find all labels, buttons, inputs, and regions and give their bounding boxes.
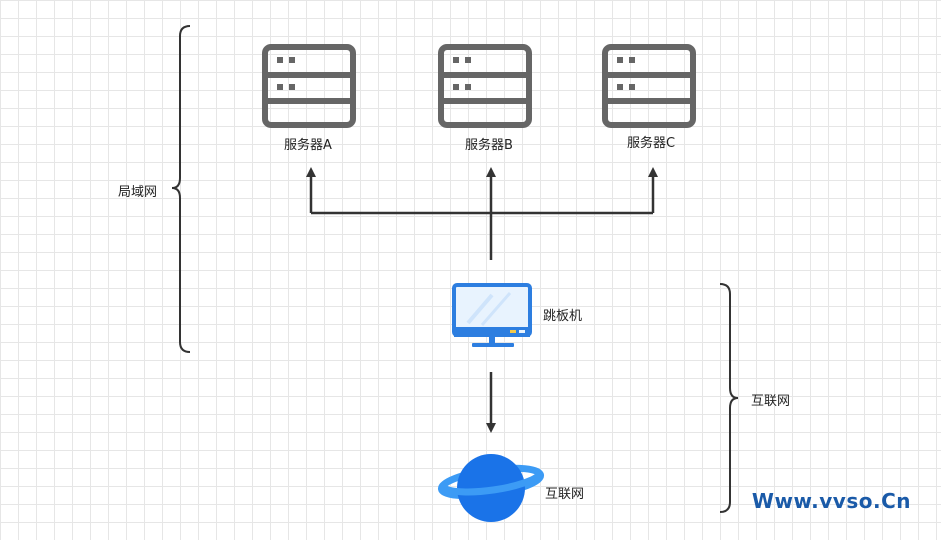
server-c-icon [602, 44, 696, 128]
server-b-label: 服务器B [465, 138, 513, 153]
server-a-icon [262, 44, 356, 128]
planet-icon [437, 454, 545, 522]
internet-node-label: 互联网 [545, 487, 585, 502]
watermark: Www.vvso.Cn [751, 489, 911, 513]
server-c-label: 服务器C [627, 136, 676, 151]
monitor-icon [452, 283, 532, 347]
internet-brace-label: 互联网 [751, 394, 791, 409]
jump-host-label: 跳板机 [543, 309, 583, 324]
lan-brace [171, 25, 191, 353]
lan-connectors [306, 167, 658, 260]
server-a-label: 服务器A [284, 138, 332, 153]
internet-brace [719, 283, 739, 513]
server-b-icon [438, 44, 532, 128]
lan-label: 局域网 [118, 185, 158, 200]
